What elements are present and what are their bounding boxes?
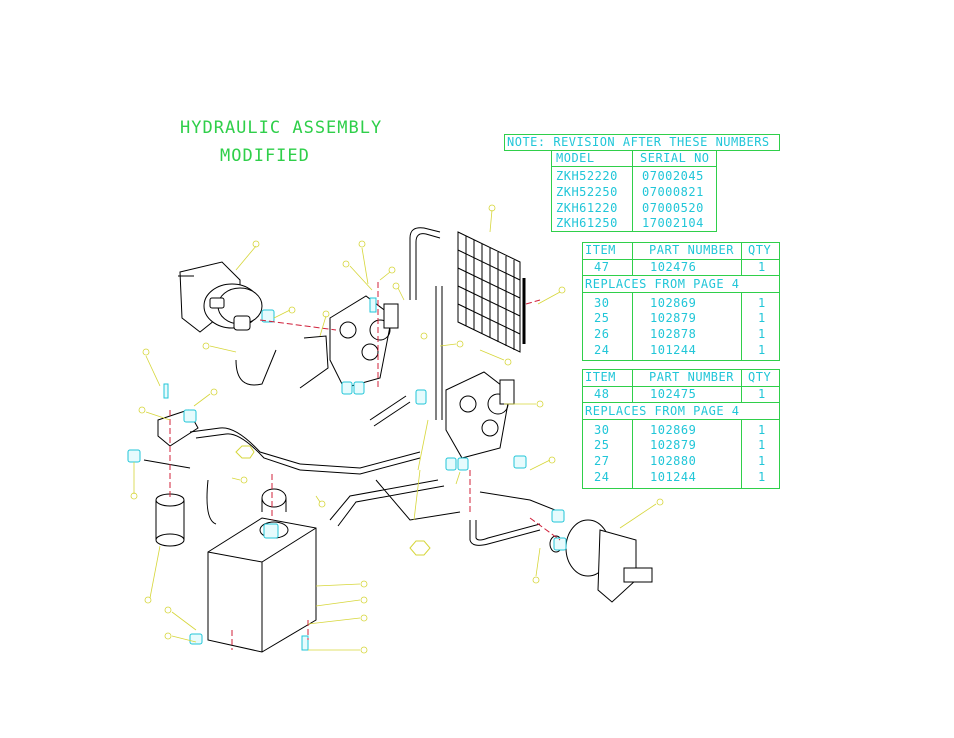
row-part: 102869 bbox=[650, 423, 697, 437]
row-item: 25 bbox=[594, 311, 610, 325]
note-row-serial: 07000821 bbox=[642, 185, 704, 199]
new-item: 48 bbox=[594, 387, 610, 401]
reservoir-tank bbox=[207, 488, 317, 653]
replaces-label: REPLACES FROM PAGE 4 bbox=[585, 277, 740, 291]
hex-nut-icon bbox=[409, 540, 431, 556]
part-number-column-header: PART NUMBER bbox=[649, 370, 734, 384]
callout-circles bbox=[130, 204, 664, 654]
left-pump bbox=[329, 295, 399, 389]
note-row-model: ZKH52250 bbox=[556, 185, 618, 199]
row-qty: 1 bbox=[758, 311, 766, 325]
item-column-header: ITEM bbox=[585, 243, 616, 257]
replaces-label: REPLACES FROM PAGE 4 bbox=[585, 404, 740, 418]
model-column-header: MODEL bbox=[556, 151, 595, 165]
row-item: 30 bbox=[594, 296, 610, 310]
row-part: 102878 bbox=[650, 327, 697, 341]
row-item: 27 bbox=[594, 454, 610, 468]
row-part: 102880 bbox=[650, 454, 697, 468]
qty-column-header: QTY bbox=[748, 243, 772, 257]
row-qty: 1 bbox=[758, 454, 766, 468]
hose-lines bbox=[143, 227, 561, 546]
row-qty: 1 bbox=[758, 438, 766, 452]
note-row-serial: 07000520 bbox=[642, 201, 704, 215]
hex-nut-icon bbox=[235, 445, 255, 459]
note-row-model: ZKH52220 bbox=[556, 169, 618, 183]
filter-canister bbox=[155, 409, 199, 547]
note-row-serial: 07002045 bbox=[642, 169, 704, 183]
row-part: 101244 bbox=[650, 470, 697, 484]
row-item: 25 bbox=[594, 438, 610, 452]
row-part: 102879 bbox=[650, 438, 697, 452]
row-qty: 1 bbox=[758, 423, 766, 437]
note-row-model: ZKH61220 bbox=[556, 201, 618, 215]
row-part: 102879 bbox=[650, 311, 697, 325]
diagram-subtitle: MODIFIED bbox=[220, 146, 310, 166]
new-qty: 1 bbox=[758, 260, 766, 274]
left-motor bbox=[178, 261, 263, 333]
row-qty: 1 bbox=[758, 470, 766, 484]
row-qty: 1 bbox=[758, 327, 766, 341]
note-row-model: ZKH61250 bbox=[556, 216, 618, 230]
serial-column-header: SERIAL NO bbox=[640, 151, 710, 165]
right-motor bbox=[549, 519, 653, 603]
diagram-title: HYDRAULIC ASSEMBLY bbox=[180, 118, 383, 138]
new-qty: 1 bbox=[758, 387, 766, 401]
oil-cooler bbox=[457, 231, 526, 353]
qty-column-header: QTY bbox=[748, 370, 772, 384]
callout-leaders bbox=[133, 209, 657, 651]
row-item: 24 bbox=[594, 343, 610, 357]
row-qty: 1 bbox=[758, 343, 766, 357]
row-item: 26 bbox=[594, 327, 610, 341]
part-number-column-header: PART NUMBER bbox=[649, 243, 734, 257]
row-part: 102869 bbox=[650, 296, 697, 310]
row-item: 24 bbox=[594, 470, 610, 484]
fittings bbox=[127, 297, 567, 651]
new-part-number: 102476 bbox=[650, 260, 697, 274]
note-row-serial: 17002104 bbox=[642, 216, 704, 230]
new-item: 47 bbox=[594, 260, 610, 274]
right-pump bbox=[445, 371, 515, 459]
note-header: NOTE: REVISION AFTER THESE NUMBERS bbox=[507, 135, 770, 149]
item-column-header: ITEM bbox=[585, 370, 616, 384]
centerlines bbox=[169, 282, 561, 650]
row-part: 101244 bbox=[650, 343, 697, 357]
new-part-number: 102475 bbox=[650, 387, 697, 401]
row-qty: 1 bbox=[758, 296, 766, 310]
row-item: 30 bbox=[594, 423, 610, 437]
